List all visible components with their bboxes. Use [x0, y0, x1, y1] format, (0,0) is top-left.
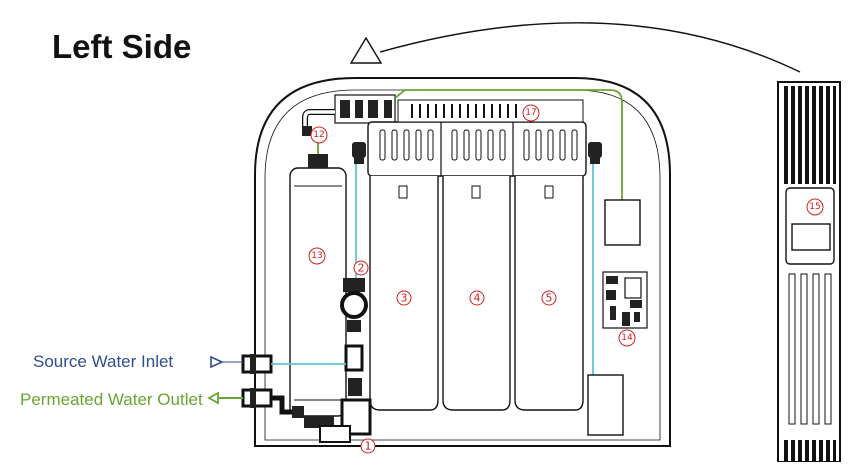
- svg-text:17: 17: [525, 108, 536, 118]
- callout-3: 3: [396, 290, 412, 306]
- callout-2: 2: [353, 260, 369, 276]
- callout-12: 12: [310, 126, 328, 144]
- side-view-unit: [777, 81, 841, 463]
- source-water-inlet-label: Source Water Inlet: [33, 352, 174, 371]
- pump-assembly: [319, 278, 372, 443]
- source-inlet-fitting: [241, 354, 273, 374]
- svg-text:14: 14: [621, 333, 633, 343]
- cap-fittings: [352, 142, 602, 164]
- callout-17: 17: [522, 104, 540, 122]
- cartridge-caps: [367, 99, 587, 177]
- svg-text:15: 15: [809, 202, 820, 212]
- page-title: Left Side: [52, 28, 192, 65]
- rotation-arrow-icon: [349, 36, 383, 64]
- svg-text:5: 5: [546, 292, 553, 305]
- svg-text:2: 2: [358, 262, 365, 275]
- permeated-water-outlet-label: Permeated Water Outlet: [20, 390, 203, 409]
- inlet-arrow-icon: [210, 355, 224, 369]
- callout-4: 4: [469, 290, 485, 306]
- tubing-blue: [271, 164, 594, 375]
- pressure-switch-box: [604, 199, 641, 246]
- svg-text:3: 3: [401, 292, 408, 305]
- outlet-arrow-icon: [207, 391, 219, 405]
- callout-1: 1: [360, 438, 376, 454]
- callout-5: 5: [541, 290, 557, 306]
- callout-15: 15: [806, 198, 824, 216]
- svg-text:13: 13: [311, 251, 322, 261]
- lower-box: [587, 374, 624, 436]
- callout-13: 13: [308, 247, 326, 265]
- rotation-arc: [379, 22, 801, 73]
- svg-text:12: 12: [313, 130, 324, 140]
- callout-14: 14: [618, 329, 636, 347]
- svg-text:1: 1: [365, 440, 372, 453]
- ro-membrane-13: [289, 154, 347, 428]
- svg-text:4: 4: [474, 292, 481, 305]
- circuit-board-14: [602, 271, 648, 329]
- top-manifold: [302, 94, 396, 136]
